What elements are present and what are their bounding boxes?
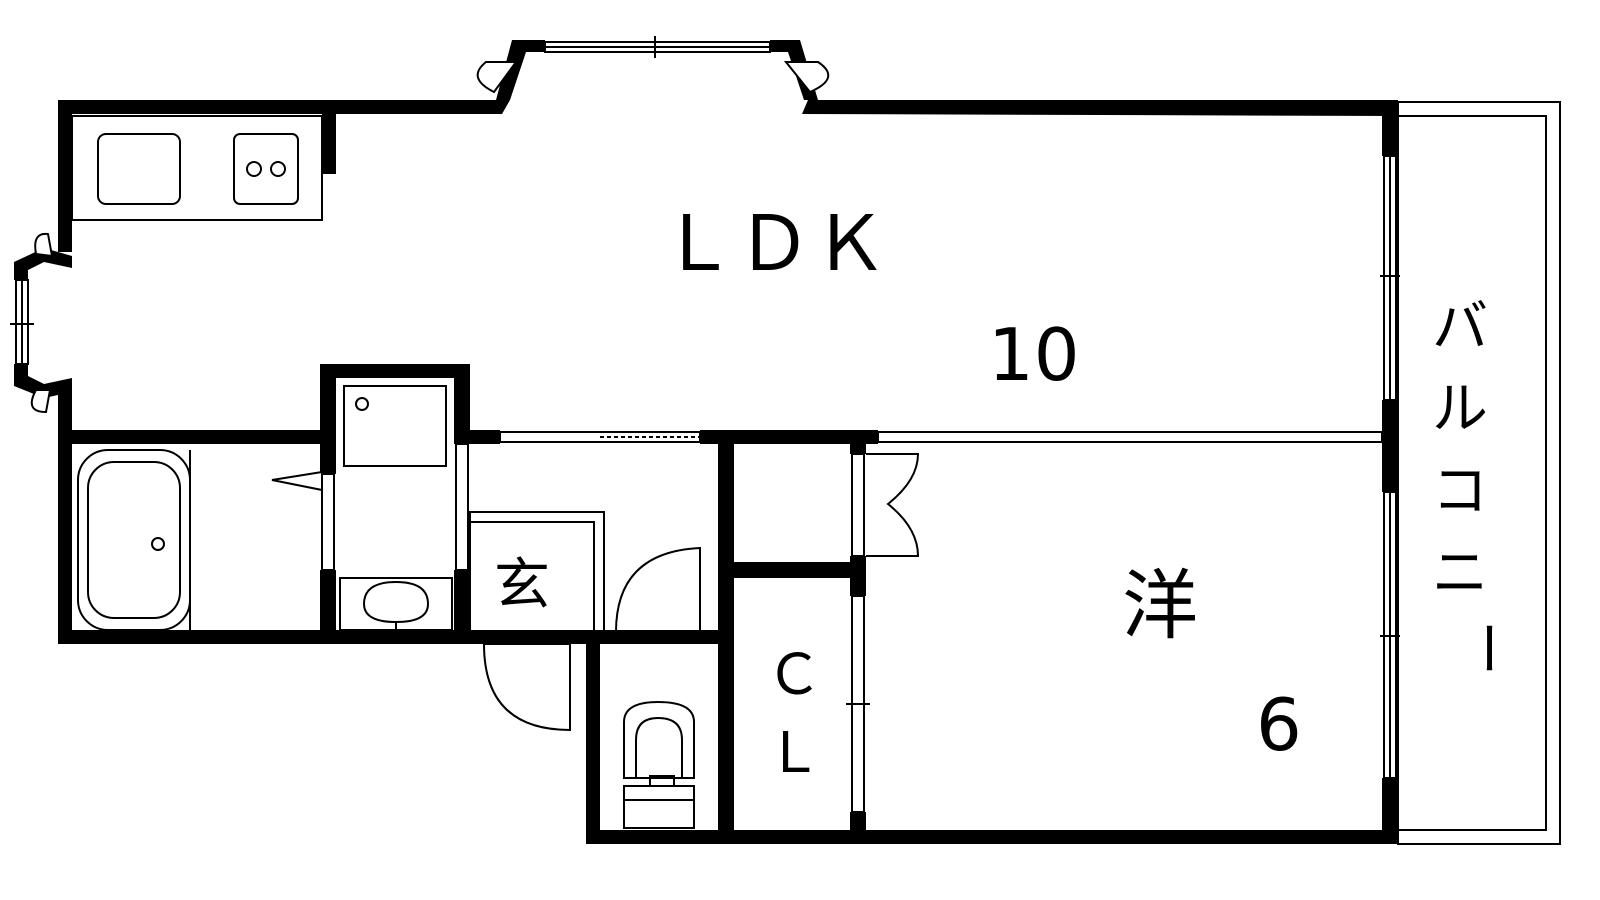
interior-walls: [58, 114, 878, 844]
stove-icon: [233, 133, 299, 205]
bathtub-icon: [77, 449, 191, 631]
window-icon: [10, 36, 1400, 779]
washbasin-icon: [339, 577, 453, 631]
toilet-icon: [623, 700, 695, 829]
balcony-label-char: コ: [1432, 459, 1488, 524]
exterior-walls: [14, 40, 1398, 844]
balcony-label-char: ー: [1454, 620, 1519, 676]
sink-icon: [97, 133, 181, 205]
ldk-label: ＬＤＫ: [660, 199, 888, 288]
bath-door: [271, 470, 335, 571]
western-room-size: 6: [1256, 683, 1302, 767]
ldk-size: 10: [988, 313, 1080, 397]
closet-label-bottom: Ｌ: [766, 721, 822, 786]
closet-door: [846, 453, 920, 813]
balcony-label-char: ニ: [1432, 541, 1488, 606]
balcony-label-char: ル: [1432, 377, 1488, 442]
balcony-label-char: バ: [1432, 295, 1488, 360]
door-swing-icon: [30, 61, 830, 414]
closet-label-top: Ｃ: [766, 643, 822, 708]
washing-machine-space: [343, 385, 447, 467]
washroom-door: [455, 443, 469, 571]
entrance-label: 玄: [494, 553, 550, 618]
kitchen-counter: [71, 115, 323, 221]
entrance-area: [469, 511, 605, 633]
western-room-label: 洋: [1122, 561, 1198, 650]
door-swing-icon: [483, 546, 701, 732]
sliding-partition: [499, 431, 1383, 443]
